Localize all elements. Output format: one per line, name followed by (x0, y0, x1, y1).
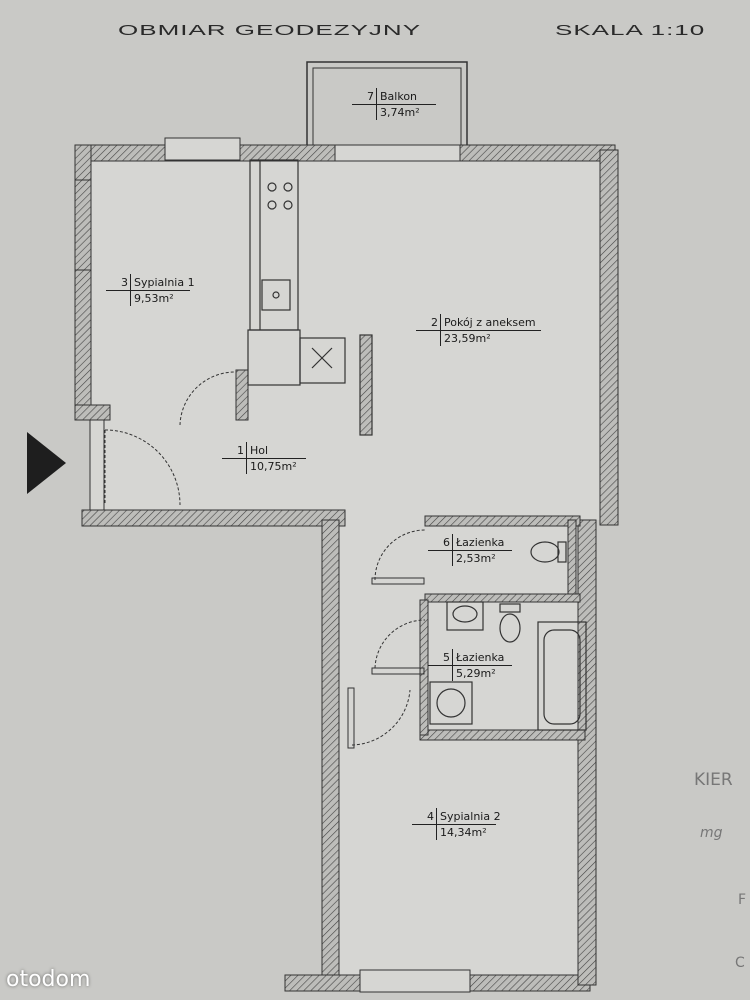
otodom-watermark: otodom (6, 967, 91, 992)
room-name: Pokój z aneksem (444, 316, 536, 329)
room-name: Sypialnia 2 (440, 810, 501, 823)
room-number: 4 (427, 810, 434, 823)
room-area: 2,53m² (456, 552, 496, 565)
room-name: Balkon (380, 90, 418, 103)
document-title: OBMIAR GEODEZYJNY (118, 22, 422, 39)
divider (222, 458, 306, 459)
divider (352, 104, 436, 105)
divider (428, 550, 512, 551)
divider (106, 290, 190, 291)
side-text: mg (700, 825, 723, 841)
room-area: 3,74m² (380, 106, 420, 119)
room-name: Hol (250, 444, 269, 457)
room-number: 6 (443, 536, 450, 549)
side-text: F (738, 892, 747, 908)
side-text: KIER (694, 770, 733, 790)
room-number: 3 (121, 276, 128, 289)
room-name: Sypialnia 1 (134, 276, 195, 289)
room-area: 23,59m² (444, 332, 491, 345)
room-name: Łazienka (456, 536, 505, 549)
room-number: 1 (237, 444, 244, 457)
kitchen-units (247, 159, 373, 436)
divider (428, 665, 512, 666)
windows (74, 137, 471, 993)
divider (416, 330, 541, 331)
room-number: 5 (443, 651, 450, 664)
bathroom-fixtures (429, 541, 587, 731)
divider (412, 824, 496, 825)
room-number: 2 (431, 316, 438, 329)
room-area: 5,29m² (456, 667, 496, 680)
room-area: 9,53m² (134, 292, 174, 305)
room-number: 7 (367, 90, 374, 103)
document-scale: SKALA 1:10 (555, 22, 706, 39)
entrance-arrow-icon (27, 432, 66, 494)
doors (104, 371, 426, 749)
room-name: Łazienka (456, 651, 505, 664)
room-area: 14,34m² (440, 826, 487, 839)
room-area: 10,75m² (250, 460, 297, 473)
apartment-floor (90, 160, 605, 980)
side-text: C (735, 955, 745, 971)
